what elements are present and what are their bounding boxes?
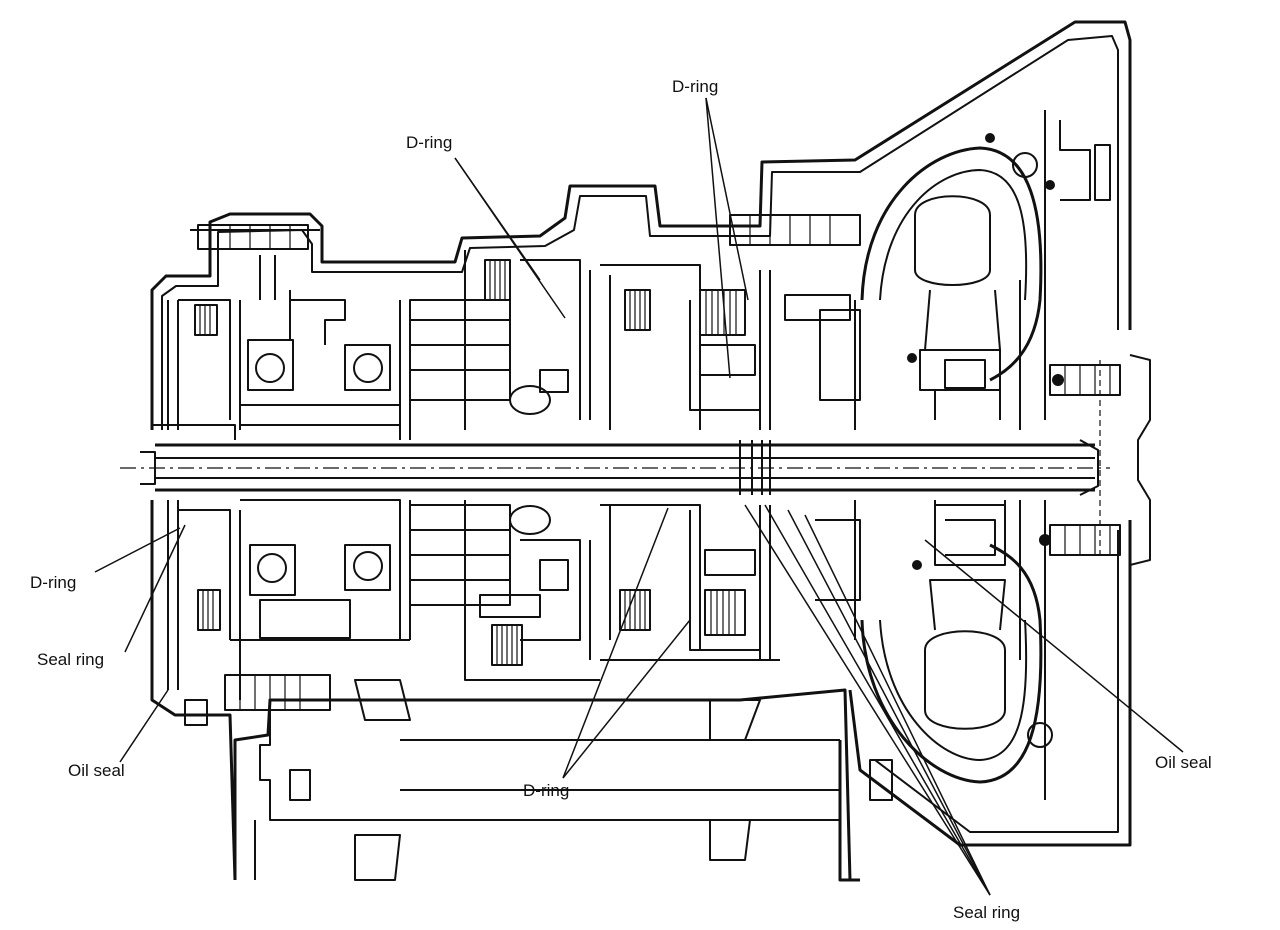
left-clutch-upper <box>152 224 411 440</box>
leader-lines <box>94 97 1184 896</box>
transmission-housing <box>150 20 1151 882</box>
left-clutch-lower <box>167 499 411 726</box>
lower-bearing-assembly <box>254 699 893 881</box>
label-d-ring-left: D-ring <box>30 573 76 592</box>
label-oil-seal-right: Oil seal <box>1155 753 1212 772</box>
torque-converter <box>729 133 1121 784</box>
main-shaft <box>120 439 1110 496</box>
label-oil-seal-left: Oil seal <box>68 761 125 780</box>
label-seal-ring-bottom: Seal ring <box>953 903 1020 922</box>
callout-labels: D-ring D-ring D-ring Seal ring Oil seal … <box>30 77 1212 922</box>
label-d-ring-bottom-center: D-ring <box>523 781 569 800</box>
label-d-ring-top-right: D-ring <box>672 77 718 96</box>
center-planetary-gear-set <box>409 250 600 681</box>
center-right-clutch-pack <box>600 264 780 661</box>
label-seal-ring-left: Seal ring <box>37 650 104 669</box>
label-d-ring-top-center: D-ring <box>406 133 452 152</box>
